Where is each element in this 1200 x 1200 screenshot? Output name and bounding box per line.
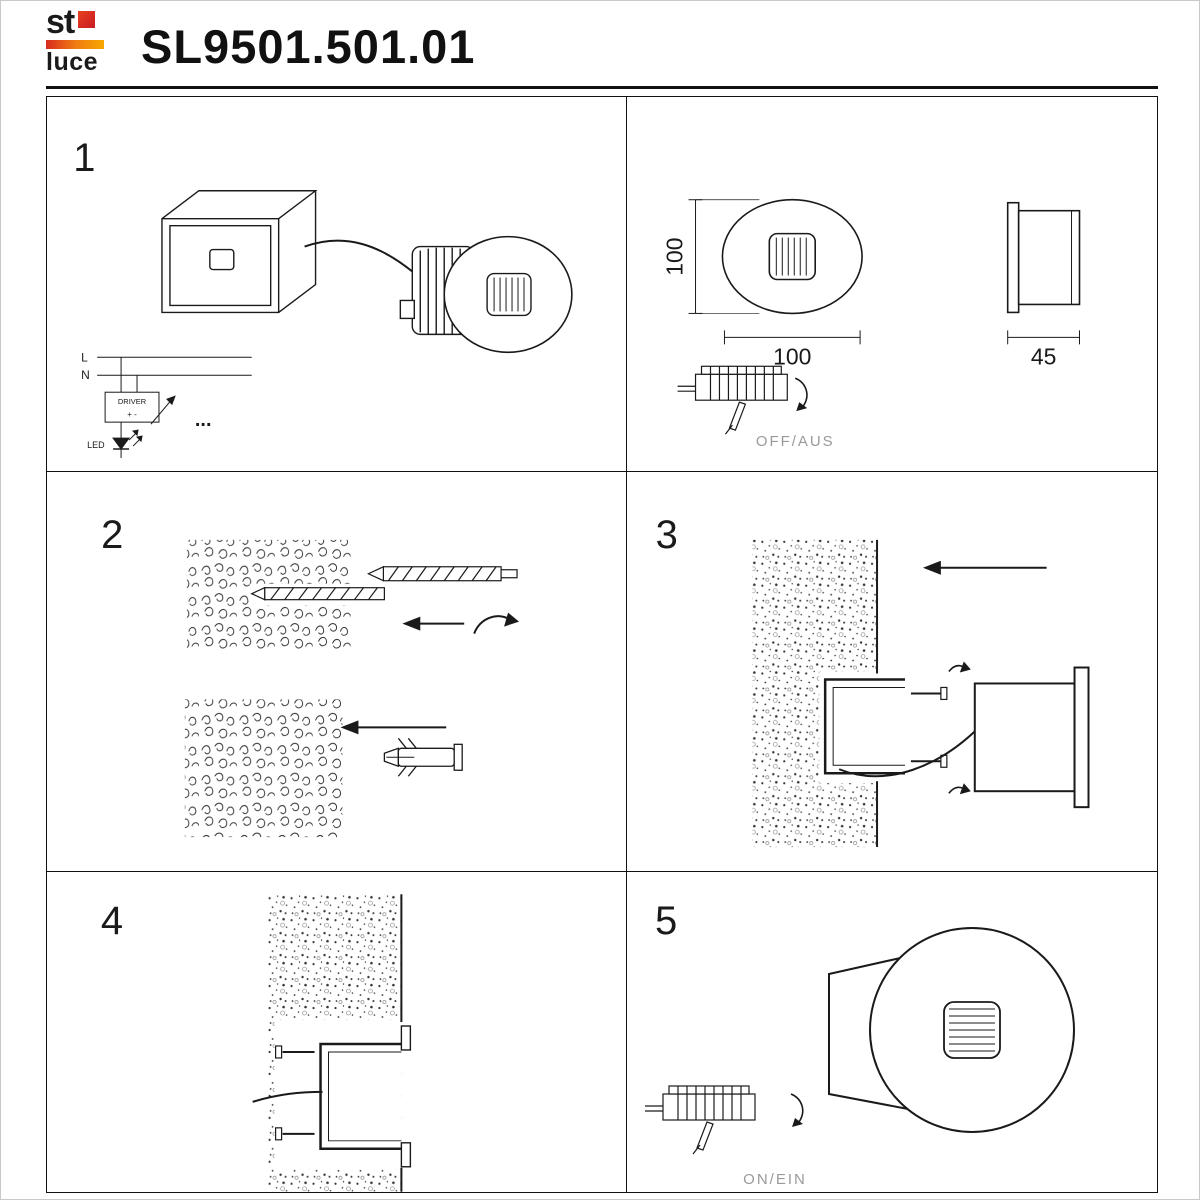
rotation-arrow-icon <box>473 612 520 634</box>
drill-bit-illustration <box>367 565 518 582</box>
side-view-illustration <box>1006 201 1081 314</box>
panel-step-1: 1 <box>47 97 627 472</box>
fixture-body-illustration <box>973 666 1090 809</box>
left-arrow-icon <box>922 560 1047 575</box>
dimensions-diagram: 100 100 45 <box>662 198 1081 450</box>
step5-diagram: 5 <box>645 899 1075 1188</box>
driver-pins-label: + - <box>127 410 137 419</box>
brand-logo-square-icon <box>78 11 96 28</box>
step-number: 4 <box>101 899 123 943</box>
screw-turn-icon <box>948 661 971 673</box>
rotation-arrow-icon <box>794 377 808 412</box>
screwdriver-icon <box>696 1121 714 1151</box>
fixture-assembly-illustration <box>828 927 1075 1133</box>
depth-dimension <box>1007 330 1080 345</box>
height-dimension-label: 100 <box>662 237 688 275</box>
drill-in-wall-illustration <box>249 583 392 606</box>
wire-l-label: L <box>81 350 88 364</box>
wall-texture-lower <box>184 699 343 838</box>
screw-icon <box>275 1127 315 1141</box>
brand-logo: st luce <box>46 3 116 76</box>
led-label: LED <box>87 440 105 450</box>
panel-step-3: 3 <box>627 472 1157 872</box>
terminal-block-illustration <box>645 1085 756 1155</box>
screwdriver-icon <box>728 401 747 431</box>
step-number: 1 <box>73 136 95 180</box>
step4-diagram: 4 <box>101 894 412 1192</box>
wiring-diagram <box>97 356 252 459</box>
step-number: 3 <box>656 513 678 557</box>
step-number: 5 <box>655 899 677 943</box>
left-arrow-icon <box>340 720 447 735</box>
height-dimension <box>688 199 760 314</box>
wall-opening <box>819 671 907 784</box>
driver-label: DRIVER <box>118 397 147 406</box>
screw-turn-icon <box>948 783 971 795</box>
power-cable <box>838 730 976 778</box>
instruction-grid: 1 <box>46 96 1158 1193</box>
led-diode-icon <box>112 437 131 450</box>
recessed-box-illustration <box>319 1025 412 1168</box>
step-number: 2 <box>101 513 123 557</box>
mounting-bracket-illustration <box>823 678 905 775</box>
wire-n-label: N <box>81 368 90 382</box>
header-divider <box>46 86 1158 89</box>
power-cable <box>304 239 413 273</box>
width-dimension-label: 100 <box>773 343 811 369</box>
panel-step-4: 4 <box>47 872 627 1192</box>
model-number-title: SL9501.501.01 <box>141 20 476 73</box>
step2-diagram: 2 <box>101 513 520 838</box>
width-dimension <box>723 330 861 345</box>
switch-state-label: OFF/AUS <box>756 433 835 450</box>
screw-icon <box>910 686 948 701</box>
switch-state-label: ON/EIN <box>743 1171 807 1188</box>
wall-anchor-illustration <box>383 737 463 777</box>
left-arrow-icon <box>402 616 465 631</box>
screw-icon <box>275 1045 315 1059</box>
brand-logo-top-text: st <box>46 3 75 41</box>
continuation-dots: ... <box>195 409 212 431</box>
brand-logo-bar-icon <box>46 39 104 49</box>
mounting-box-illustration <box>161 190 318 314</box>
panel-dimensions: 100 100 45 <box>627 97 1157 472</box>
sheet-header: st luce SL9501.501.01 <box>46 3 1158 87</box>
depth-dimension-label: 45 <box>1031 343 1057 369</box>
spot-fixture-illustration <box>399 235 573 354</box>
terminal-block-illustration <box>677 365 788 435</box>
adjust-arrow-icon <box>150 397 174 425</box>
power-cable <box>252 1090 323 1103</box>
front-view-illustration <box>721 198 863 315</box>
step3-diagram: 3 <box>656 513 1090 848</box>
rotation-arrow-icon <box>790 1093 804 1127</box>
wall-opening <box>274 1020 402 1170</box>
panel-step-2: 2 <box>47 472 627 872</box>
step1-diagram: 1 <box>73 136 573 459</box>
panel-step-5: 5 <box>627 872 1157 1192</box>
brand-logo-bottom-text: luce <box>46 47 99 76</box>
